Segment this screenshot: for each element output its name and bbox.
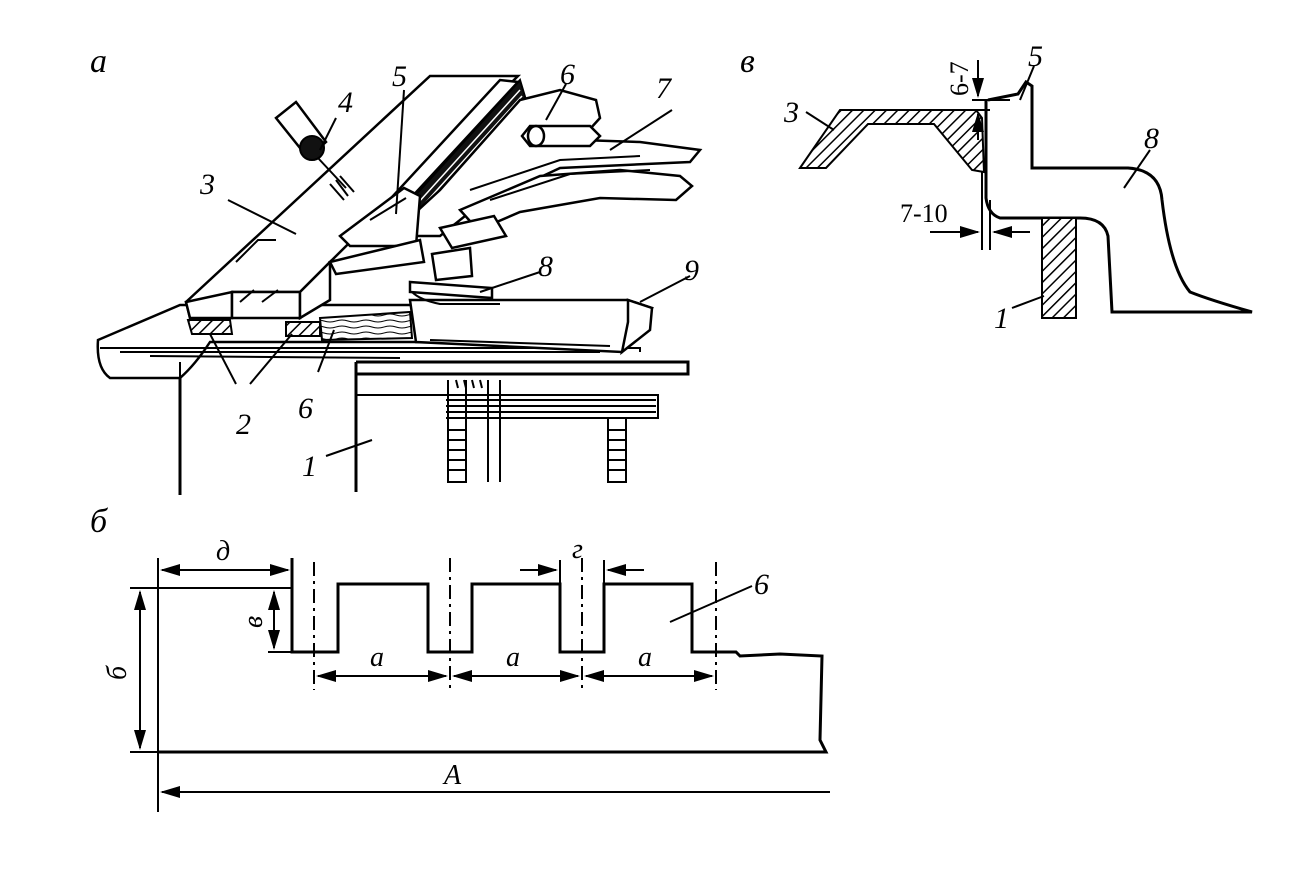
dim-d: д [216,536,230,567]
section-callout-3: 3 [783,96,799,129]
section-part-1 [1041,217,1077,319]
callout-6-bottom: 6 [298,392,313,425]
callout-4: 4 [338,86,353,119]
section-callout-8: 8 [1144,122,1159,155]
panel-label-b: б [90,503,109,540]
gap-6-7: 6-7 [945,61,974,96]
lever-7 [386,88,703,238]
leaders-a [209,83,691,457]
strips-2 [186,310,414,342]
strip-6-outline [158,558,829,754]
dim-a-1: а [370,642,384,673]
dim-a-3: а [638,642,652,673]
torch-4 [274,100,355,201]
clamp-jaw-5 [328,186,426,276]
dim-g: г [572,534,583,565]
section-part-5-8 [984,79,1253,314]
panel-label-v: в [740,43,755,80]
supports-8 [408,214,508,305]
callout-b-6: 6 [754,568,769,601]
clamp-bar-3 [184,74,522,321]
support-frame-1 [178,360,690,495]
section-callout-5: 5 [1028,40,1043,73]
panel-label-a: а [90,43,107,80]
section-part-3 [798,109,986,174]
panel-b-view [130,558,830,812]
callout-1: 1 [302,450,317,483]
dim-A: А [442,760,462,791]
gap-7-10: 7-10 [900,199,948,228]
labels: а б в 3 4 5 6 7 8 9 2 6 1 д г в б а а а … [90,40,1159,791]
plate-9 [408,298,654,356]
callout-9: 9 [684,254,699,287]
panel-v-section [798,60,1253,319]
panel-a-view [96,74,703,495]
dim-v: в [238,616,269,628]
dim-a-2: а [506,642,520,673]
callout-8: 8 [538,250,553,283]
dim-b: б [102,665,133,680]
section-callout-1: 1 [994,302,1009,335]
callout-6-top: 6 [560,58,575,91]
callout-7: 7 [656,72,673,105]
callout-5: 5 [392,60,407,93]
callout-3: 3 [199,168,215,201]
callout-2: 2 [236,408,251,441]
